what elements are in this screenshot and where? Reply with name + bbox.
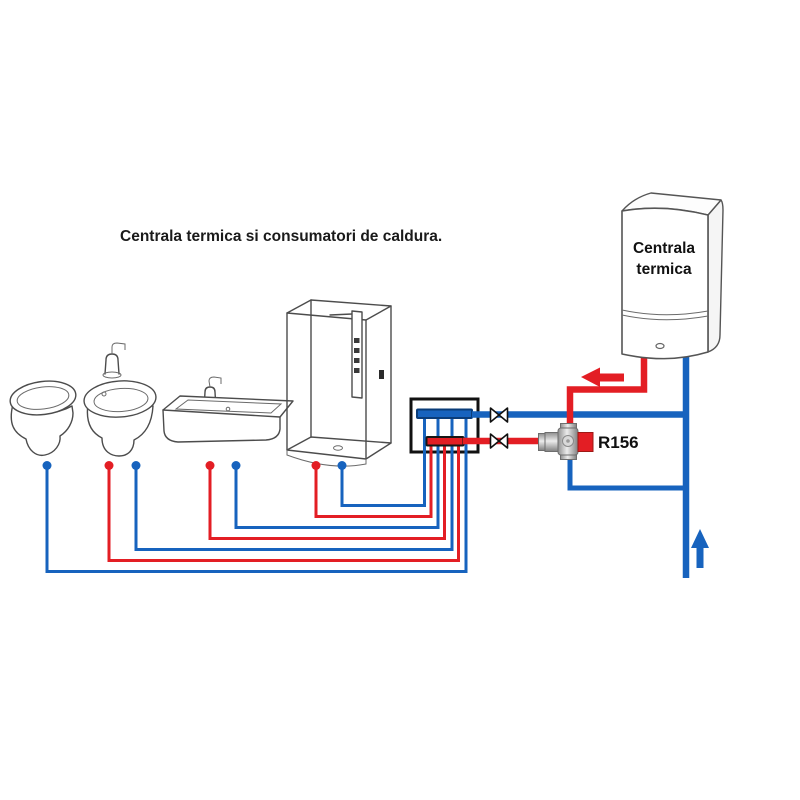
cold-manifold-bar bbox=[416, 408, 473, 419]
bidet-cold-connector bbox=[131, 461, 141, 470]
toilet-cold-connector bbox=[42, 461, 52, 470]
toilet-figure bbox=[9, 380, 77, 457]
shower-top bbox=[286, 299, 392, 321]
boiler-label-line1: Centrala bbox=[633, 240, 695, 257]
pipe-bidet-cold bbox=[134, 414, 454, 551]
boiler-button bbox=[655, 342, 665, 350]
shower-drain bbox=[333, 445, 343, 451]
shower-panel bbox=[351, 310, 363, 399]
bidet-faucet bbox=[104, 353, 120, 375]
sink-cold-connector bbox=[231, 461, 241, 470]
cold-shutoff-valve-icon bbox=[489, 407, 509, 423]
pipe-shower-cold bbox=[340, 414, 426, 507]
pipe-bidet-hot bbox=[107, 441, 460, 562]
pipe-sink-hot bbox=[208, 441, 446, 540]
boiler-label-panel bbox=[630, 236, 698, 284]
pipe-sink-cold bbox=[234, 414, 440, 529]
pipe-toilet-cold bbox=[45, 414, 468, 573]
pipe-boiler-hot bbox=[566, 356, 648, 434]
shower-figure bbox=[286, 299, 392, 467]
boiler-label-line2: termica bbox=[636, 261, 692, 278]
hot-shutoff-valve-icon bbox=[489, 433, 509, 449]
boiler: Centrala termica bbox=[621, 192, 724, 360]
sink-basin bbox=[162, 395, 294, 418]
sink-hot-connector bbox=[205, 461, 215, 470]
mixing-valve-label: R156 bbox=[598, 433, 639, 452]
shower-door-handle bbox=[379, 370, 384, 379]
hot-flow-arrow-icon bbox=[581, 367, 624, 387]
mixing-valve-r156 bbox=[538, 423, 594, 460]
shower-hot-connector bbox=[311, 461, 321, 470]
boiler-side-face bbox=[707, 199, 724, 353]
sink-figure bbox=[162, 376, 294, 443]
page-title: Centrala termica si consumatori de caldu… bbox=[120, 228, 442, 245]
toilet-seat bbox=[9, 380, 77, 416]
bidet-hot-connector bbox=[104, 461, 114, 470]
pipe-valve-cold-feed bbox=[567, 451, 686, 491]
bidet-figure bbox=[83, 342, 157, 457]
pipe-shower-hot bbox=[314, 441, 433, 518]
cold-flow-arrow-icon bbox=[691, 529, 709, 568]
shower-tray bbox=[286, 436, 392, 460]
hot-manifold-bar bbox=[425, 436, 465, 447]
mixing-valve-knob bbox=[577, 432, 594, 452]
shower-cold-connector bbox=[337, 461, 347, 470]
